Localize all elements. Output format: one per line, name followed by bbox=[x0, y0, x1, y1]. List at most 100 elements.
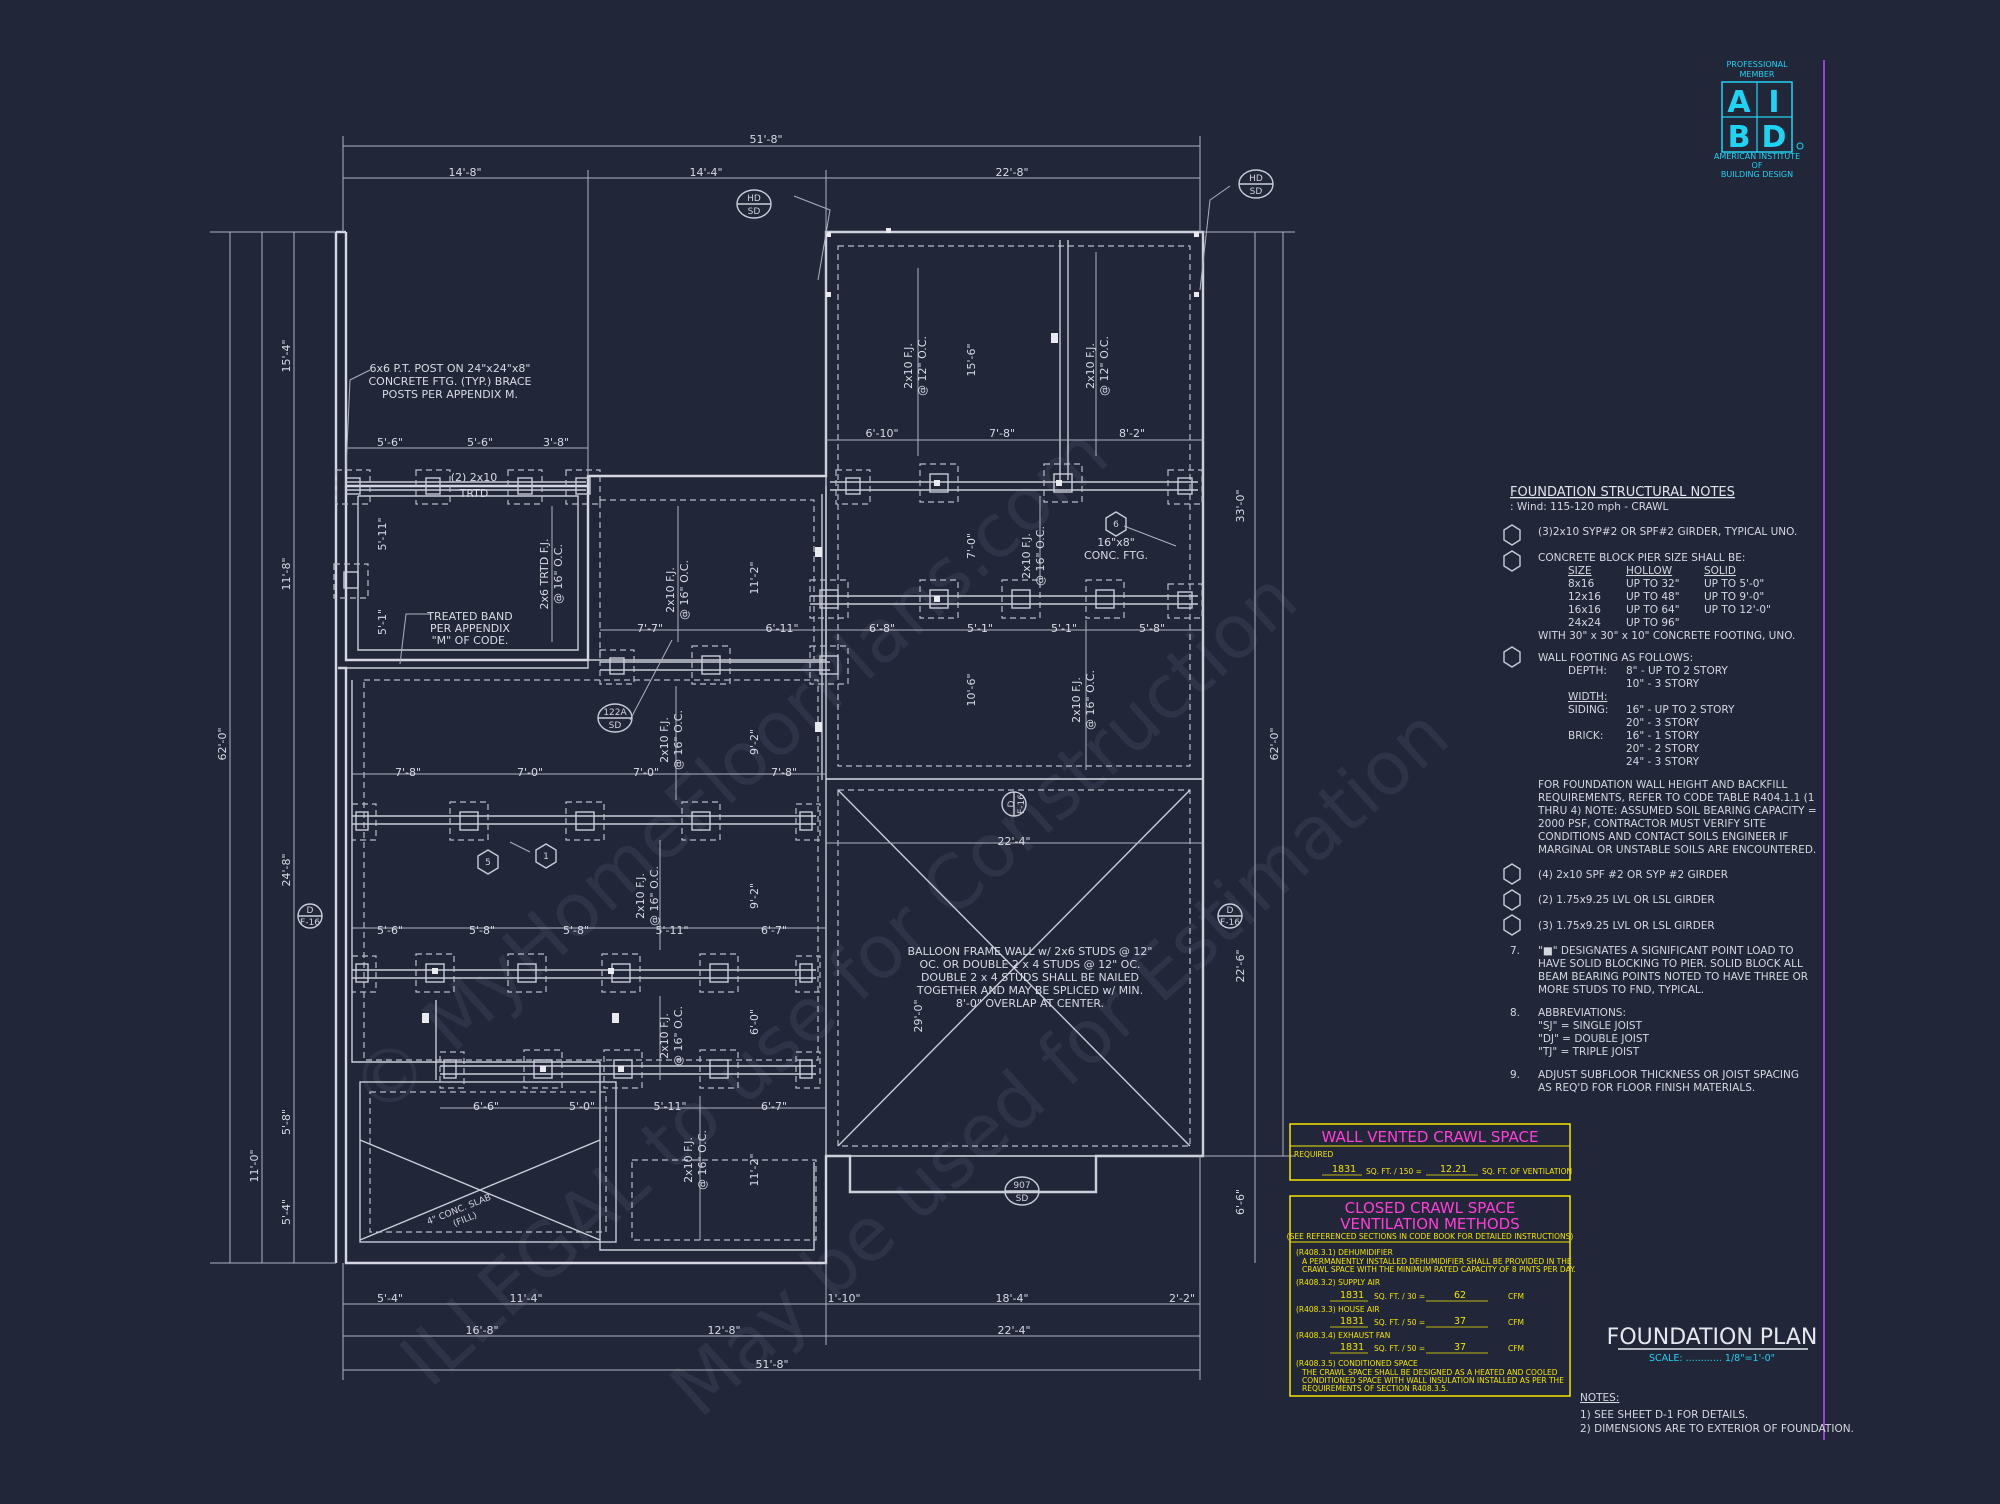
pier-r2-c3: UP TO 9'-0" bbox=[1704, 591, 1764, 603]
wall-vented-required: REQUIRED bbox=[1294, 1150, 1334, 1159]
pier-r3-c3: UP TO 12'-0" bbox=[1704, 604, 1771, 616]
dim-left-6: 5'-4" bbox=[280, 1199, 293, 1225]
balloon-note-line-2: OC. OR DOUBLE 2 x 4 STUDS @ 12" OC. bbox=[919, 958, 1140, 971]
trtd-label-2: TRTD bbox=[459, 487, 489, 500]
point-load-markers bbox=[422, 228, 1199, 1072]
wall-para-3: THRU 4) NOTE: ASSUMED SOIL BEARING CAPAC… bbox=[1537, 805, 1817, 817]
dim-bottom-overall: 51'-8" bbox=[755, 1358, 788, 1371]
closed-crawl-title-2: VENTILATION METHODS bbox=[1340, 1215, 1519, 1233]
dim-v6: 9'-2" bbox=[748, 883, 761, 909]
dim-f4: 6'-7" bbox=[761, 1100, 787, 1113]
plan-scale: SCALE: ............ 1/8"=1'-0" bbox=[1649, 1353, 1775, 1364]
dim-right-overall: 62'-0" bbox=[1268, 727, 1281, 760]
closed-crawl-subtitle: (SEE REFERENCED SECTIONS IN CODE BOOK FO… bbox=[1287, 1232, 1574, 1241]
wall-vented-value: 12.21 bbox=[1440, 1164, 1467, 1175]
watermark-1: © MyHomeFloorPlans.com bbox=[334, 410, 1124, 1133]
dim-b3: 8'-2" bbox=[1119, 427, 1145, 440]
leader-lines bbox=[345, 185, 1231, 853]
method-4-sqft: 1831 bbox=[1340, 1342, 1364, 1353]
abbr-1: "SJ" = SINGLE JOIST bbox=[1538, 1020, 1643, 1032]
method-5-text-1: THE CRAWL SPACE SHALL BE DESIGNED AS A H… bbox=[1301, 1368, 1558, 1377]
band-note-line-1: TREATED BAND bbox=[426, 610, 512, 623]
method-5-text-2: CONDITIONED SPACE WITH WALL INSULATION I… bbox=[1302, 1376, 1564, 1385]
footing-note-line-2: CONC. FTG. bbox=[1084, 549, 1148, 562]
joist-spacing-7: @ 16" O.C. bbox=[672, 710, 685, 770]
note-7-line-4: MORE STUDS TO FND, TYPICAL. bbox=[1538, 984, 1704, 996]
note-9-line-2: AS REQ'D FOR FLOOR FINISH MATERIALS. bbox=[1538, 1082, 1755, 1094]
tag-907-top: 907 bbox=[1013, 1181, 1030, 1191]
joist-label-3: 2x6 TRTD F.J. bbox=[538, 538, 551, 609]
method-3-label: SQ. FT. / 50 = bbox=[1374, 1318, 1425, 1327]
tag-hex-6-label: 6 bbox=[1113, 520, 1119, 530]
dim-right-2: 22'-6" bbox=[1234, 949, 1247, 982]
dim-left-overall: 62'-0" bbox=[216, 727, 229, 760]
general-note-1: 1) SEE SHEET D-1 FOR DETAILS. bbox=[1580, 1409, 1748, 1421]
general-notes: NOTES: 1) SEE SHEET D-1 FOR DETAILS. 2) … bbox=[1580, 1392, 1854, 1435]
tag-d-right-top: D bbox=[1227, 906, 1234, 916]
tag-hex-1-label: 1 bbox=[543, 852, 549, 862]
aibd-logo: PROFESSIONAL MEMBER A I B D AMERICAN INS… bbox=[1714, 60, 1804, 179]
dim-d3: 7'-0" bbox=[633, 766, 659, 779]
logo-org-2: OF bbox=[1752, 161, 1763, 170]
wall-para-2: REQUIREMENTS, REFER TO CODE TABLE R404.1… bbox=[1538, 792, 1814, 804]
tag-d-center-sub: F-16 bbox=[1017, 794, 1027, 814]
logo-top-2: MEMBER bbox=[1740, 70, 1775, 79]
dim-e5: 6'-7" bbox=[761, 924, 787, 937]
wall-vented-sqft: 1831 bbox=[1332, 1164, 1356, 1175]
dim-b2: 7'-8" bbox=[989, 427, 1015, 440]
pier-r3-c1: 16x16 bbox=[1568, 604, 1601, 616]
post-note-line-2: CONCRETE FTG. (TYP.) BRACE bbox=[368, 375, 531, 388]
pier-r1-c2: UP TO 32" bbox=[1626, 578, 1680, 590]
note-2: CONCRETE BLOCK PIER SIZE SHALL BE: bbox=[1538, 552, 1745, 564]
joist-spacing-9: @ 16" O.C. bbox=[672, 1006, 685, 1066]
logo-letter-b: B bbox=[1728, 120, 1751, 155]
method-5-text-3: REQUIREMENTS OF SECTION R408.3.5. bbox=[1302, 1384, 1448, 1393]
balloon-note-line-1: BALLOON FRAME WALL w/ 2x6 STUDS @ 12" bbox=[908, 945, 1153, 958]
notes-hex-2 bbox=[1503, 550, 1521, 572]
note-7-num: 7. bbox=[1510, 945, 1520, 957]
balloon-note-line-4: TOGETHER AND MAY BE SPLICED w/ MIN. bbox=[916, 984, 1143, 997]
dim-e1: 5'-6" bbox=[377, 924, 403, 937]
wall-para-6: MARGINAL OR UNSTABLE SOILS ARE ENCOUNTER… bbox=[1538, 844, 1816, 856]
method-1-text-2: CRAWL SPACE WITH THE MINIMUM RATED CAPAC… bbox=[1302, 1265, 1576, 1274]
note-4: (4) 2x10 SPF #2 OR SYP #2 GIRDER bbox=[1538, 869, 1728, 881]
joist-spacing-1: @ 12" O.C. bbox=[916, 336, 929, 396]
logo-letter-a: A bbox=[1727, 85, 1751, 120]
dim-bottom-6: 16'-8" bbox=[465, 1324, 498, 1337]
method-3-title: (R408.3.3) HOUSE AIR bbox=[1296, 1305, 1380, 1314]
tag-hd-right-top: HD bbox=[1249, 174, 1263, 184]
dim-left-3: 24'-8" bbox=[280, 853, 293, 886]
joist-label-7: 2x10 F.J. bbox=[658, 717, 671, 763]
note-8-num: 8. bbox=[1510, 1007, 1520, 1019]
tag-hex-5-label: 5 bbox=[485, 858, 491, 868]
dim-right-3: 6'-6" bbox=[1234, 1189, 1247, 1215]
notes-wind: : Wind: 115-120 mph - CRAWL bbox=[1510, 501, 1669, 513]
note-5: (2) 1.75x9.25 LVL OR LSL GIRDER bbox=[1538, 894, 1715, 906]
dim-f3: 5'-11" bbox=[653, 1100, 686, 1113]
dim-c2: 6'-11" bbox=[765, 622, 798, 635]
footing-note-line-1: 16"x8" bbox=[1097, 536, 1135, 549]
siding-2: 20" - 3 STORY bbox=[1626, 717, 1700, 729]
dim-c3: 6'-8" bbox=[869, 622, 895, 635]
tag-hd-left-sub: SD bbox=[748, 207, 761, 217]
tag-hex-6 bbox=[1105, 511, 1127, 537]
dim-v11: 5'-1" bbox=[376, 609, 389, 635]
dim-g: 22'-4" bbox=[997, 835, 1030, 848]
joist-label-10: 2x10 F.J. bbox=[682, 1137, 695, 1183]
callout-text: 6x6 P.T. POST ON 24"x24"x8" CONCRETE FTG… bbox=[368, 362, 1152, 1229]
notes-hex-4 bbox=[1503, 863, 1521, 885]
dim-left-4: 5'-8" bbox=[280, 1109, 293, 1135]
dim-c5: 5'-1" bbox=[1051, 622, 1077, 635]
note-7-line-1: "■" DESIGNATES A SIGNIFICANT POINT LOAD … bbox=[1538, 945, 1794, 957]
dim-f1: 6'-6" bbox=[473, 1100, 499, 1113]
notes-hex-1 bbox=[1503, 524, 1521, 546]
dim-v9: 29'-0" bbox=[912, 999, 925, 1032]
dim-b1: 6'-10" bbox=[865, 427, 898, 440]
tag-hex-5 bbox=[477, 849, 499, 875]
general-note-2: 2) DIMENSIONS ARE TO EXTERIOR OF FOUNDAT… bbox=[1580, 1423, 1854, 1435]
dim-a3: 3'-8" bbox=[543, 436, 569, 449]
pier-r3-c2: UP TO 64" bbox=[1626, 604, 1680, 616]
notes-hex-6 bbox=[1503, 914, 1521, 936]
joist-spacing-4: @ 16" O.C. bbox=[678, 560, 691, 620]
dim-c6: 5'-8" bbox=[1139, 622, 1165, 635]
